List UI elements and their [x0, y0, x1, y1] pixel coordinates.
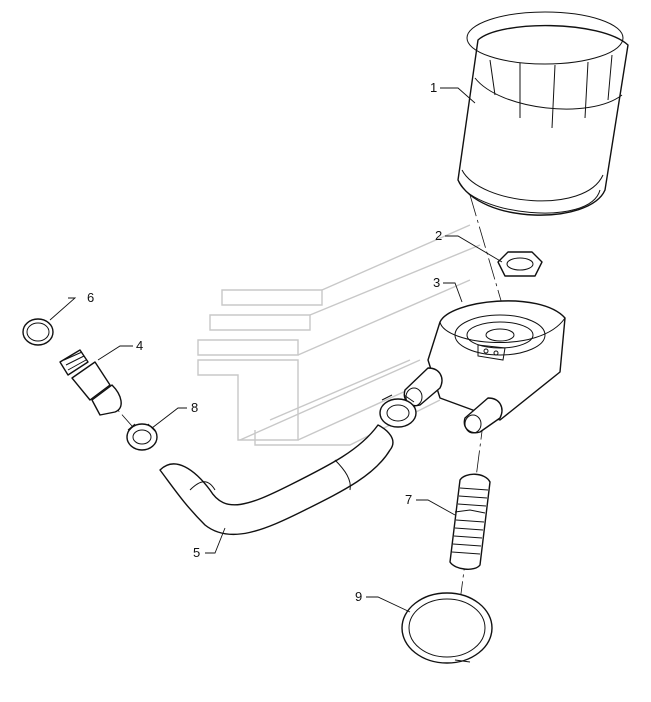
threaded-fitting — [59, 349, 122, 416]
leader-lines — [49, 87, 503, 613]
threaded-nipple — [449, 473, 491, 570]
callout-8: 8 — [191, 400, 198, 415]
hex-nut — [497, 251, 543, 277]
callout-2: 2 — [435, 228, 442, 243]
oil-filter — [457, 11, 629, 216]
oil-hose — [159, 424, 394, 536]
centerlines — [99, 194, 513, 641]
snap-ring — [401, 592, 493, 664]
callout-1: 1 — [430, 80, 437, 95]
o-ring — [22, 318, 54, 346]
callout-9: 9 — [355, 589, 362, 604]
callouts: 1 2 3 4 5 6 7 8 9 — [87, 80, 442, 604]
callout-3: 3 — [433, 275, 440, 290]
hose-clamp-upper — [379, 394, 417, 428]
callout-6: 6 — [87, 290, 94, 305]
callout-5: 5 — [193, 545, 200, 560]
callout-7: 7 — [405, 492, 412, 507]
callout-4: 4 — [136, 338, 143, 353]
oil-cooler-housing — [403, 300, 566, 434]
